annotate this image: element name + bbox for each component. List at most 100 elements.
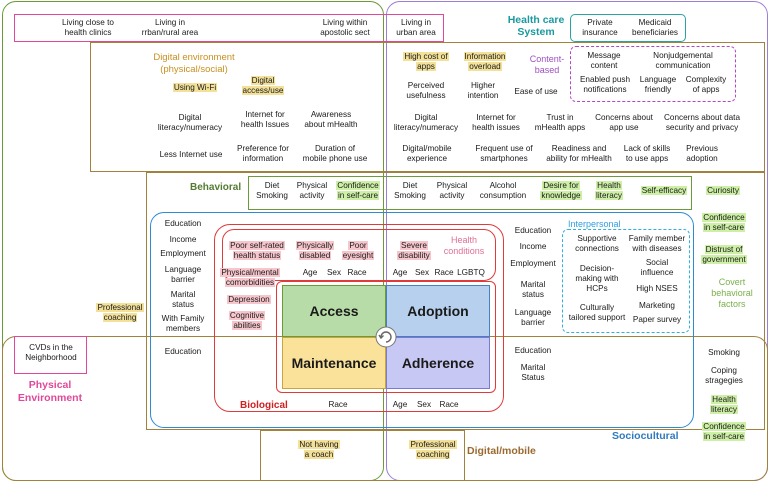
sociocultural-label: Sociocultural [612, 430, 679, 442]
adherence-label: Adherence [401, 355, 475, 371]
confidence-self-care-covert: Confidence in self-care [702, 213, 746, 232]
curiosity: Curiosity [706, 186, 740, 195]
employment-left: Employment [160, 249, 206, 258]
behavioral-frame [146, 172, 765, 430]
cognitive-abilities: Cognitive abilities [228, 311, 266, 330]
cycle-icon [375, 326, 397, 348]
age-bio-right: Age [392, 268, 408, 277]
education-left-2: Education [164, 347, 202, 356]
race-bottom-right: Race [439, 400, 459, 409]
digital-access-use: Digital access/use [241, 76, 285, 95]
paper-survey: Paper survey [632, 315, 682, 324]
not-having-coach: Not having a coach [298, 440, 340, 459]
physically-disabled: Physically disabled [295, 241, 335, 260]
desire-knowledge: Desire for knowledge [540, 181, 582, 200]
income-right: Income [519, 242, 547, 251]
access-label: Access [309, 303, 359, 319]
distrust-government: Distrust of government [701, 245, 747, 264]
center-red-frame [276, 281, 496, 393]
content-based-box [570, 46, 736, 102]
education-right: Education [514, 226, 552, 235]
sex-bio-left: Sex [326, 268, 342, 277]
physical-mental-comorbidities: Physical/mental comorbidities [220, 268, 280, 287]
ease-of-use: Ease of use [514, 87, 558, 96]
interpersonal-box [562, 229, 690, 333]
biological-frame [214, 224, 504, 412]
income-left: Income [169, 235, 197, 244]
sociocultural-frame [150, 212, 694, 428]
less-internet-use: Less Internet use [159, 150, 223, 159]
high-cost-apps: High cost of apps [403, 52, 449, 71]
confidence-self-care-behav: Confidence in self-care [336, 181, 380, 200]
confidence-self-care-bottom: Confidence in self-care [702, 422, 746, 441]
severe-disability: Severe disability [397, 241, 431, 260]
age-bio-left: Age [302, 268, 318, 277]
high-nses: High NSES [636, 284, 678, 293]
health-conditions-box [222, 229, 496, 281]
sex-bio-right: Sex [414, 268, 430, 277]
healthcare-box [570, 14, 686, 42]
maintenance-quadrant: Maintenance [282, 337, 386, 389]
digital-mobile-bottom-frame [260, 430, 465, 481]
professional-coaching-bottom: Professional coaching [409, 440, 457, 459]
education-right-2: Education [514, 346, 552, 355]
digital-mobile-label: Digital/mobile [467, 445, 536, 457]
sex-bottom: Sex [416, 400, 432, 409]
race-bio-right: Race [434, 268, 454, 277]
maintenance-label: Maintenance [291, 355, 377, 371]
age-bottom: Age [392, 400, 408, 409]
digital-environment-label: Digital environment(physical/social) [153, 52, 235, 75]
self-efficacy: Self-efficacy [640, 186, 688, 195]
marketing: Marketing [639, 301, 675, 310]
employment-right: Employment [510, 259, 556, 268]
professional-coaching-left: Professional coaching [96, 303, 144, 322]
lgbtq: LGBTQ [457, 268, 485, 277]
using-wifi: Using Wi-Fi [172, 83, 218, 92]
race-bottom-left: Race [328, 400, 348, 409]
pink-vertical [14, 336, 87, 374]
adoption-quadrant: Adoption [386, 285, 490, 337]
depression: Depression [227, 295, 271, 304]
health-literacy-behav: Health literacy [595, 181, 623, 200]
digital-env-frame [90, 42, 765, 172]
health-literacy-right-bottom: Health literacy [710, 395, 738, 414]
